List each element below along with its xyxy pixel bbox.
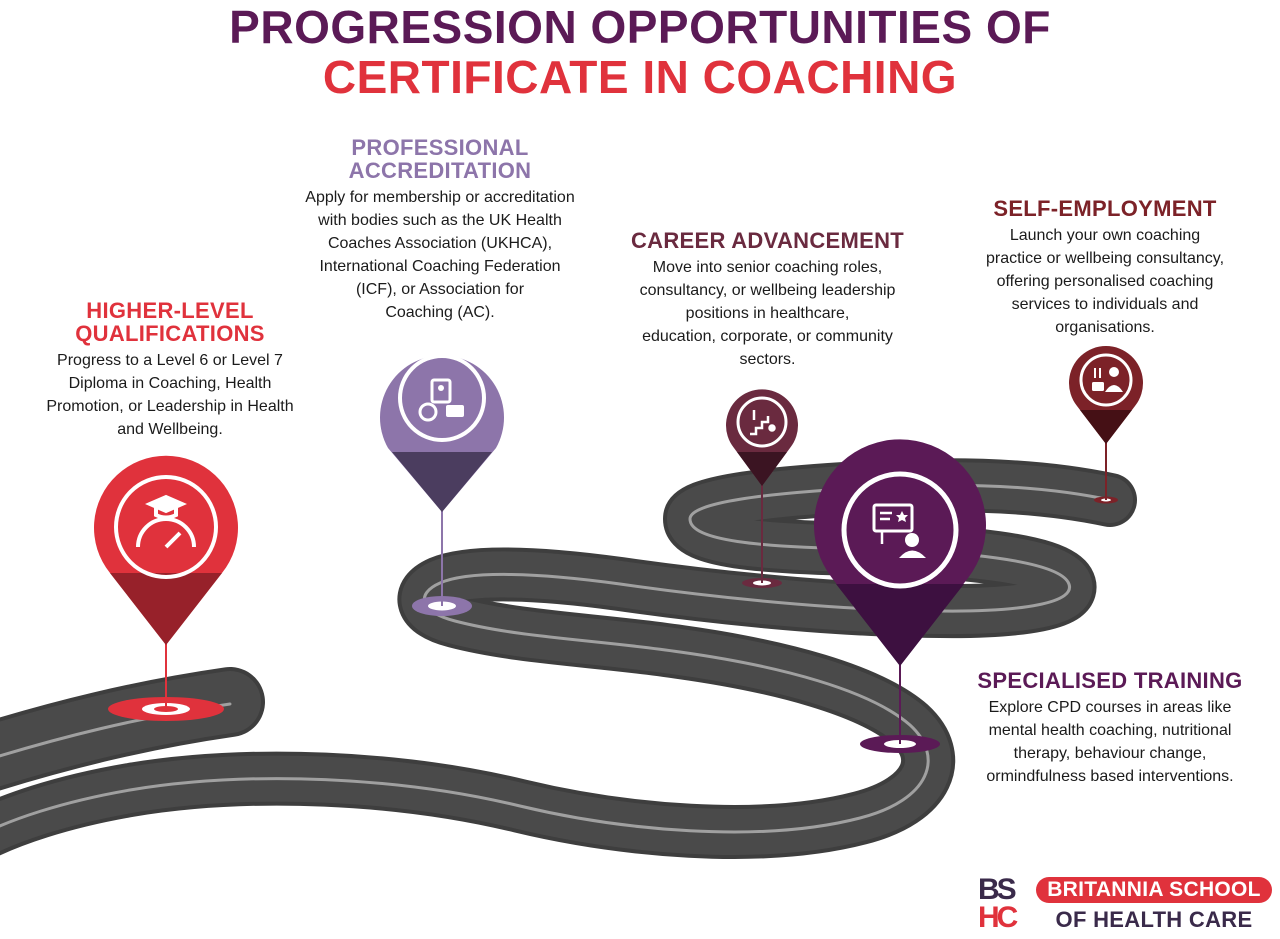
section-self-employment: SELF-EMPLOYMENT Launch your own coaching… — [955, 197, 1255, 339]
pin-career-advancement — [726, 389, 798, 486]
section-description: Move into senior coaching roles, consult… — [610, 256, 925, 371]
section-description: Explore CPD courses in areas like mental… — [955, 696, 1265, 788]
section-heading: SELF-EMPLOYMENT — [993, 196, 1217, 221]
description-line: (ICF), or Association for — [355, 281, 525, 298]
description-line: Explore CPD courses in areas like — [988, 699, 1232, 716]
description-line: Move into senior coaching roles, — [652, 259, 883, 276]
description-line: Progress to a Level 6 or Level 7 — [57, 352, 283, 369]
heading-line-2: QUALIFICATIONS — [75, 321, 265, 346]
section-description: Progress to a Level 6 or Level 7 Diploma… — [20, 349, 320, 441]
logo-bottom-text: OF HEALTH CARE — [1055, 907, 1253, 932]
description-line: organisations. — [1055, 319, 1155, 336]
description-line: education, corporate, or community — [642, 328, 893, 345]
description-line: Promotion, or Leadership in Health — [46, 398, 294, 415]
description-line: offering personalised coaching — [996, 273, 1214, 290]
section-career-advancement: CAREER ADVANCEMENT Move into senior coac… — [610, 229, 925, 371]
heading-line-1: HIGHER-LEVEL — [86, 298, 254, 323]
pin-self-employment — [1069, 346, 1143, 444]
description-line: Launch your own coaching — [1009, 227, 1201, 244]
section-professional-accreditation: PROFESSIONAL ACCREDITATION Apply for mem… — [275, 136, 605, 324]
heading-line-1: PROFESSIONAL — [351, 135, 529, 160]
title-line-1: PROGRESSION OPPORTUNITIES OF — [229, 1, 1051, 53]
title-line-2: CERTIFICATE IN COACHING — [322, 51, 958, 103]
section-description: Apply for membership or accreditation wi… — [275, 186, 605, 324]
description-line: Coaching (AC). — [385, 304, 495, 321]
description-line: sectors. — [739, 351, 796, 368]
description-line: positions in healthcare, — [685, 305, 850, 322]
description-line: practice or wellbeing consultancy, — [985, 250, 1225, 267]
description-line: and Wellbeing. — [117, 421, 223, 438]
pin-professional-accreditation — [380, 354, 504, 512]
britannia-school-logo: BS HC BRITANNIA SCHOOL OF HEALTH CARE — [978, 873, 1276, 934]
description-line: therapy, behaviour change, — [1013, 745, 1207, 762]
logo-top-text: BRITANNIA SCHOOL — [1036, 877, 1272, 903]
description-line: mental health coaching, nutritional — [988, 722, 1232, 739]
certificate-badge-briefcase-icon — [418, 378, 464, 422]
pin-higher-level — [93, 455, 238, 645]
graduation-cap-gauge-icon — [136, 494, 196, 549]
description-line: consultancy, or wellbeing leadership — [639, 282, 896, 299]
logo-mark-top: BS — [978, 873, 1017, 906]
description-line: Diploma in Coaching, Health — [68, 375, 272, 392]
logo-mark-bottom: HC — [978, 901, 1018, 934]
logo-mark: BS HC — [978, 873, 1034, 934]
description-line: services to individuals and — [1011, 296, 1199, 313]
description-line: Coaches Association (UKHCA), — [327, 235, 553, 252]
section-heading: PROFESSIONAL ACCREDITATION — [275, 136, 605, 182]
section-heading: HIGHER-LEVEL QUALIFICATIONS — [20, 299, 320, 345]
presentation-trainer-icon — [872, 503, 926, 558]
description-line: ormindfulness based interventions. — [986, 768, 1234, 785]
section-specialised-training: SPECIALISED TRAINING Explore CPD courses… — [955, 669, 1265, 788]
heading-line-2: ACCREDITATION — [348, 158, 532, 183]
career-stairs-icon — [750, 410, 776, 436]
section-description: Launch your own coaching practice or wel… — [955, 224, 1255, 339]
pin-specialised-training — [814, 439, 986, 666]
description-line: Apply for membership or accreditation — [305, 189, 575, 206]
businessperson-briefcase-icon — [1092, 367, 1123, 392]
section-heading: SPECIALISED TRAINING — [977, 668, 1243, 693]
description-line: with bodies such as the UK Health — [318, 212, 562, 229]
description-line: International Coaching Federation — [319, 258, 561, 275]
section-heading: CAREER ADVANCEMENT — [630, 228, 905, 253]
section-higher-level-qualifications: HIGHER-LEVEL QUALIFICATIONS Progress to … — [20, 299, 320, 441]
